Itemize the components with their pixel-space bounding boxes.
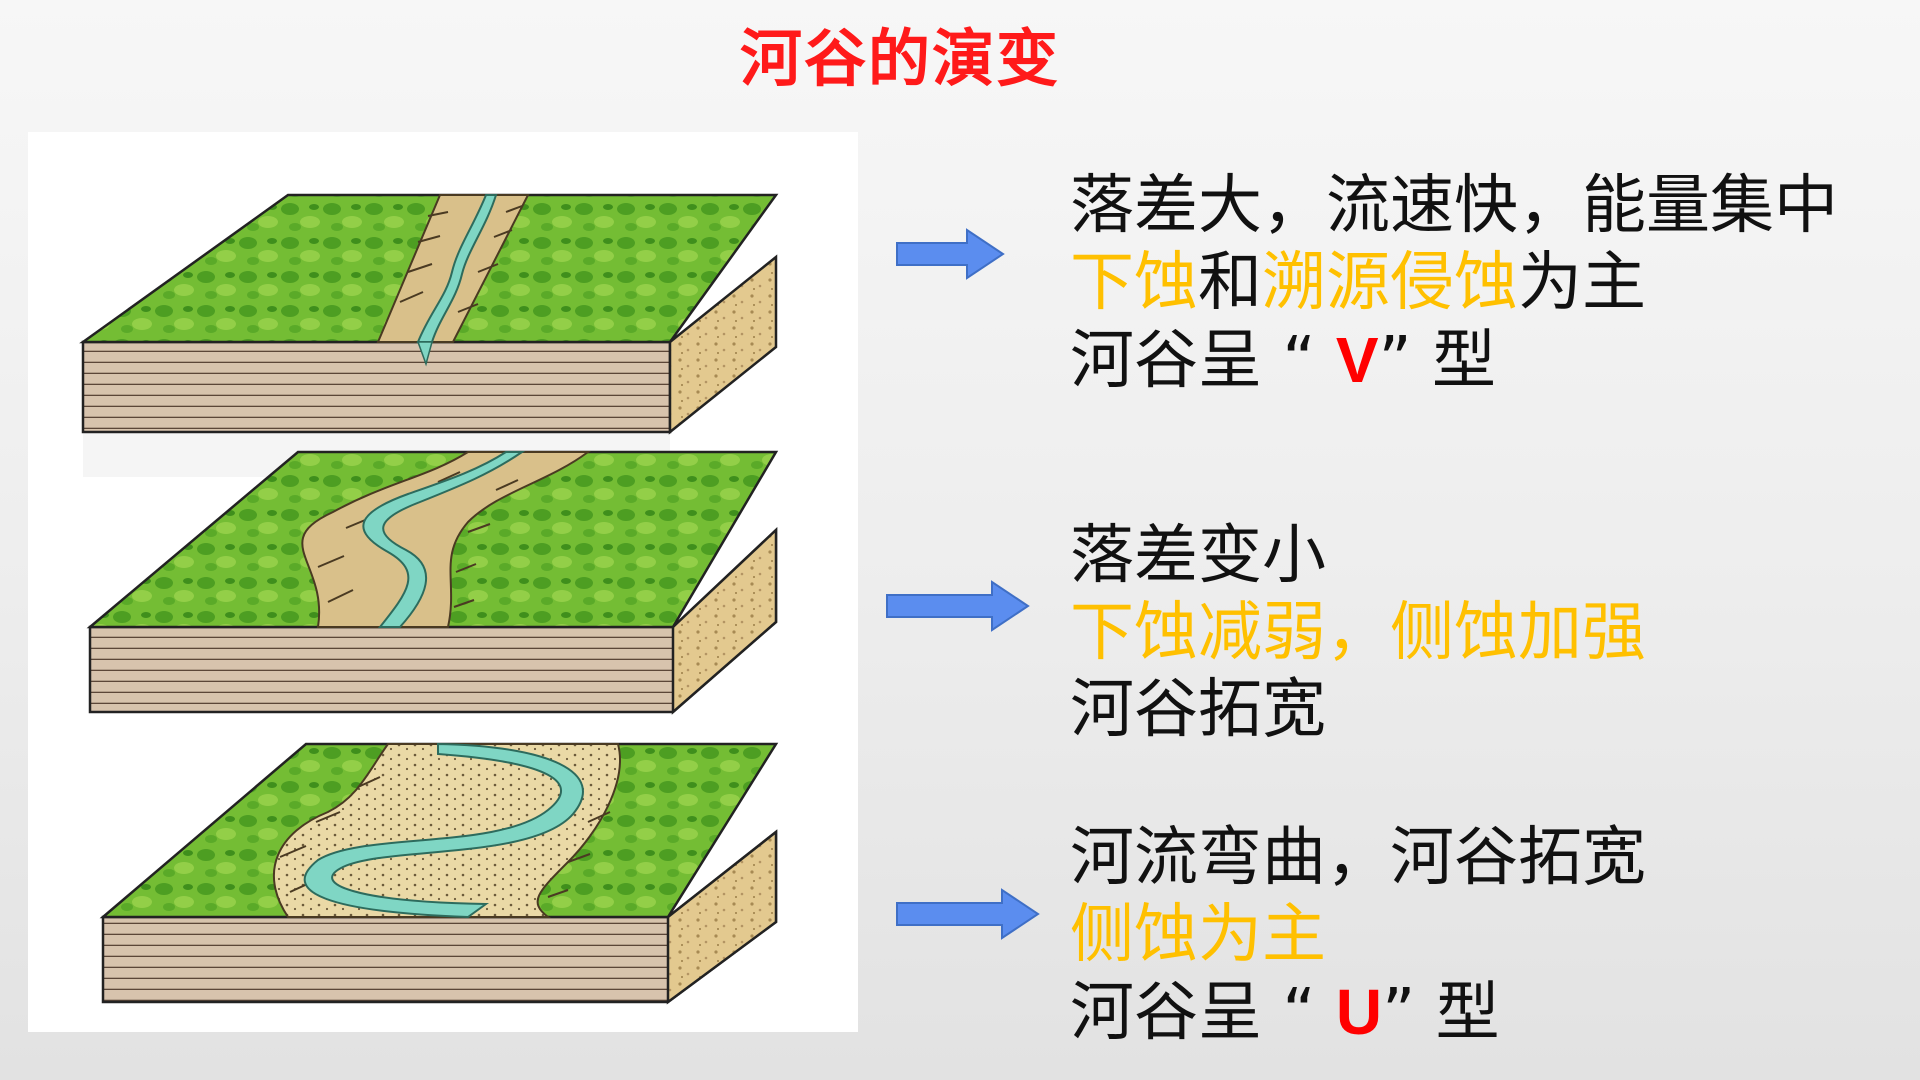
widening-valley-block bbox=[86, 450, 779, 715]
stage-valley-shape: 河谷呈 “ V” 型 bbox=[1070, 322, 1838, 400]
stage-erosion-type: 下蚀减弱，侧蚀加强 bbox=[1070, 596, 1646, 670]
stage-description: 河流弯曲，河谷拓宽 bbox=[1070, 821, 1646, 895]
shape-suffix: ” 型 bbox=[1378, 324, 1497, 398]
plain-text: 和 bbox=[1198, 246, 1262, 320]
arrow-right-icon bbox=[896, 888, 1040, 940]
stage-erosion-type: 侧蚀为主 bbox=[1070, 898, 1326, 972]
stage-u-valley: 河流弯曲，河谷拓宽 侧蚀为主 河谷呈 “ U” 型 bbox=[1070, 820, 1646, 1052]
arrow-right-icon bbox=[886, 580, 1030, 632]
u-valley-block bbox=[99, 742, 779, 1005]
plain-text: 为主 bbox=[1518, 246, 1646, 320]
stage-valley-shape: 河谷呈 “ U” 型 bbox=[1070, 974, 1646, 1052]
stage-erosion-type: 下蚀和溯源侵蚀为主 bbox=[1070, 245, 1838, 322]
stage-description: 落差大，流速快，能量集中 bbox=[1070, 169, 1838, 243]
valley-evolution-figure bbox=[28, 132, 858, 1032]
shape-suffix: ” 型 bbox=[1382, 976, 1500, 1050]
stage-widening-valley: 落差变小 下蚀减弱，侧蚀加强 河谷拓宽 bbox=[1070, 518, 1646, 749]
highlight-text: 下蚀 bbox=[1070, 246, 1198, 320]
shape-prefix: 河谷呈 “ bbox=[1070, 976, 1336, 1050]
shape-letter-v: V bbox=[1335, 324, 1379, 396]
shape-prefix: 河谷呈 “ bbox=[1070, 324, 1336, 398]
v-valley-block bbox=[79, 193, 779, 477]
highlight-text: 溯源侵蚀 bbox=[1262, 246, 1518, 320]
arrow-right-icon bbox=[896, 228, 1005, 280]
shape-letter-u: U bbox=[1335, 976, 1383, 1048]
stage-description: 落差变小 bbox=[1070, 519, 1326, 593]
stage-v-valley: 落差大，流速快，能量集中 下蚀和溯源侵蚀为主 河谷呈 “ V” 型 bbox=[1070, 168, 1838, 400]
slide-title: 河谷的演变 bbox=[739, 22, 1060, 95]
stage-valley-shape: 河谷拓宽 bbox=[1070, 673, 1326, 747]
